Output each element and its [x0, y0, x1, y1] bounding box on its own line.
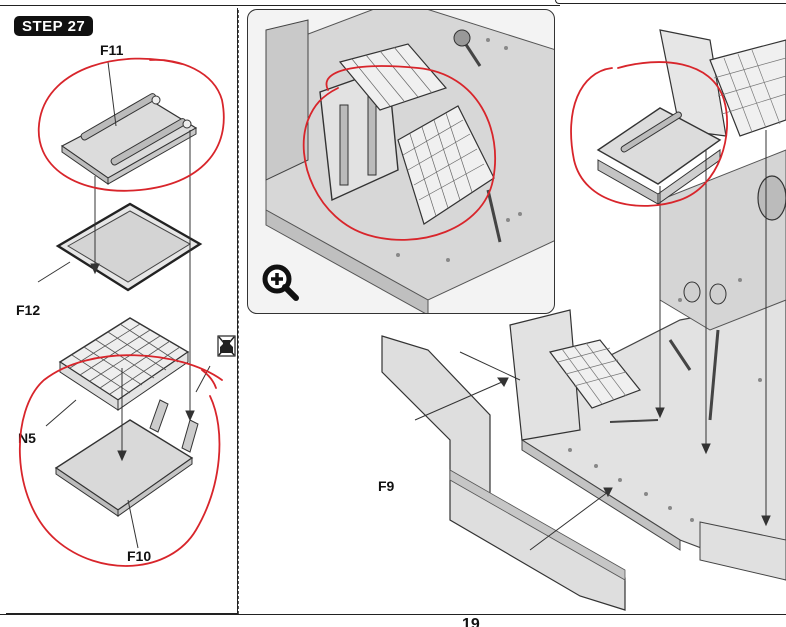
- label-f9: F9: [378, 478, 395, 494]
- bottom-rule: [0, 614, 786, 615]
- part-f10-base: [54, 399, 199, 517]
- label-n5: N5: [18, 430, 36, 446]
- no-glue-icon: [217, 335, 236, 357]
- part-f11-plate: [60, 93, 198, 185]
- part-n5-cushion: [58, 317, 190, 411]
- panel-divider: [238, 10, 239, 614]
- left-subassembly-drawing: [37, 61, 236, 549]
- label-f10: F10: [127, 548, 152, 564]
- main-assembly-drawing: [381, 29, 786, 611]
- part-f9-side-panel: [381, 335, 626, 611]
- label-f12: F12: [16, 302, 41, 318]
- red-annotation-marks: [18, 57, 728, 567]
- top-right-frame: [555, 0, 786, 4]
- top-frame-line: [0, 0, 560, 6]
- page-number: 19: [462, 616, 480, 627]
- left-panel-frame: [6, 8, 238, 614]
- detail-zoom-box: [247, 9, 555, 314]
- step-badge: STEP 27: [14, 16, 94, 36]
- label-f11: F11: [100, 42, 124, 58]
- zoom-detail-drawing: [265, 10, 554, 313]
- magnify-plus-icon: [262, 264, 299, 301]
